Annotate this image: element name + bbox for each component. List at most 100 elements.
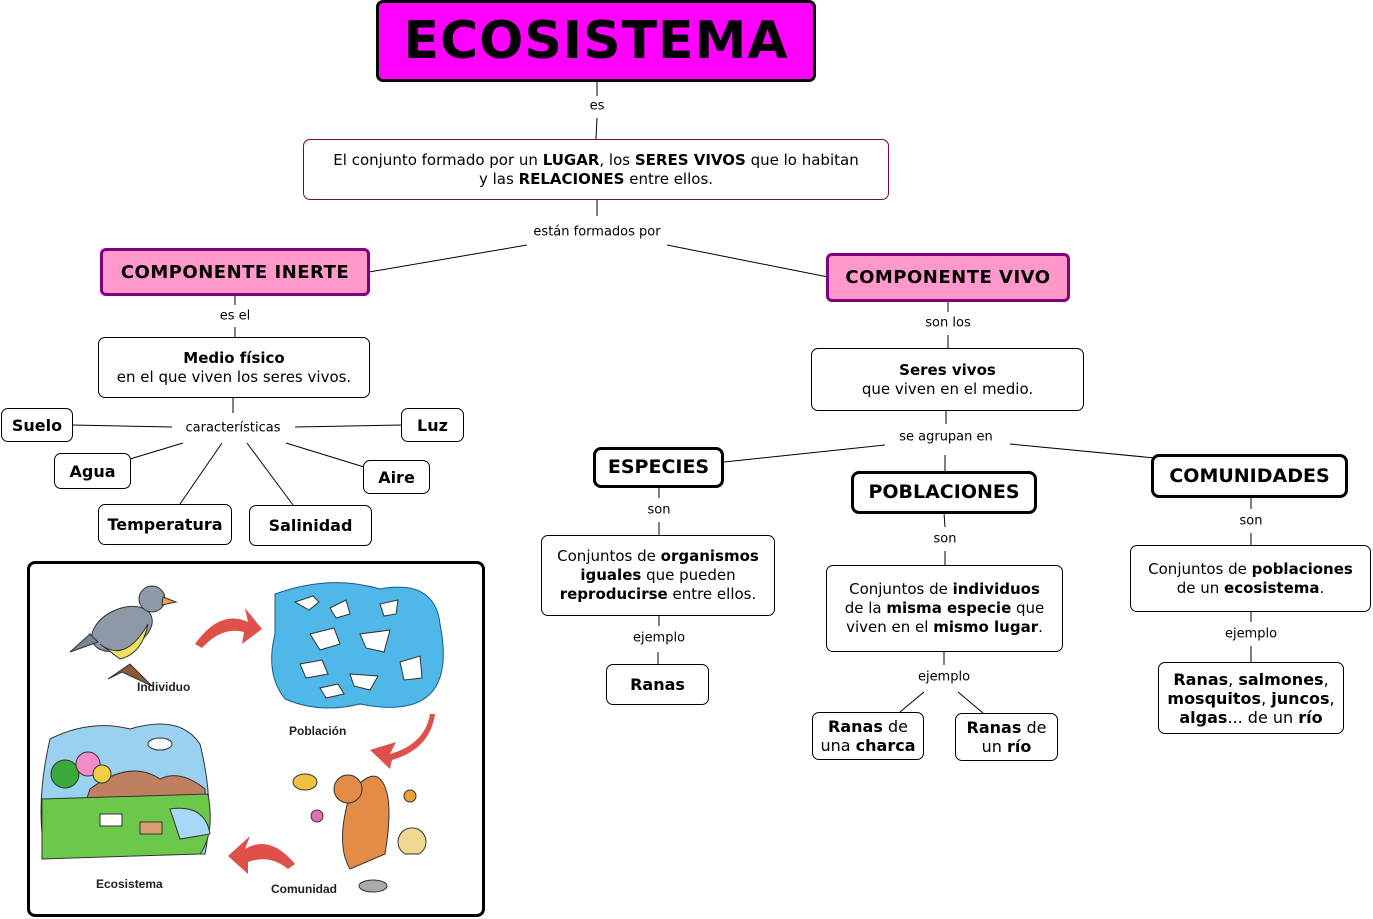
text: .: [1038, 618, 1043, 636]
text-bold: río: [1298, 707, 1323, 727]
text: Conjuntos de: [557, 547, 661, 565]
caption-comunidad: Comunidad: [271, 882, 337, 896]
caption-poblacion: Población: [289, 724, 347, 738]
text-bold: SERES VIVOS: [634, 150, 746, 169]
link-label-se-agrupan-en: se agrupan en: [895, 429, 997, 445]
componente-vivo-node[interactable]: COMPONENTE VIVO: [826, 253, 1070, 302]
characteristic-temperatura[interactable]: Temperatura: [98, 504, 232, 545]
link-label-es-el: es el: [215, 308, 255, 324]
especies-node[interactable]: ESPECIES: [593, 447, 724, 488]
text-bold: ecosistema: [1224, 578, 1320, 597]
seres-vivos-title: Seres vivos: [899, 360, 996, 379]
text-bold: mosquitos: [1167, 688, 1262, 708]
characteristic-label: Temperatura: [107, 515, 223, 534]
text: Conjuntos de: [1148, 559, 1252, 578]
link-label-comunidades-ejemplo: ejemplo: [1220, 626, 1282, 642]
connector: [595, 117, 598, 140]
characteristic-label: Suelo: [11, 415, 63, 435]
text: de: [882, 717, 908, 736]
illustration-drawing: [40, 582, 444, 893]
text-bold: iguales: [580, 566, 642, 584]
componente-vivo-label: COMPONENTE VIVO: [845, 267, 1051, 288]
connector: [723, 444, 886, 463]
link-label-comunidades-son: son: [1235, 513, 1267, 529]
text: ,: [1329, 688, 1335, 708]
definition-line-2: y las RELACIONES entre ellos.: [479, 170, 713, 189]
text-line: una charca: [820, 736, 915, 755]
text-line: Conjuntos de individuos: [849, 580, 1040, 599]
especies-label: ESPECIES: [607, 456, 710, 478]
text-bold: RELACIONES: [518, 169, 625, 188]
ecosystem-levels-illustration: Individuo Población Ecosistema Comunidad: [27, 561, 485, 917]
text-bold: mismo lugar: [933, 618, 1039, 636]
comunidades-node[interactable]: COMUNIDADES: [1151, 454, 1348, 498]
text-line: de un ecosistema.: [1177, 579, 1325, 598]
characteristic-label: Agua: [69, 461, 116, 481]
link-label-especies-son: son: [643, 502, 675, 518]
text-bold: charca: [855, 736, 916, 755]
title-node-ecosistema[interactable]: ECOSISTEMA: [376, 0, 816, 82]
characteristic-label: Luz: [417, 415, 448, 435]
text: de: [1021, 718, 1047, 737]
text: ,: [1323, 669, 1329, 689]
text-line: reproducirse entre ellos.: [560, 585, 757, 604]
text: ... de un: [1227, 707, 1299, 727]
text-bold: reproducirse: [559, 585, 668, 603]
text-bold: algas: [1179, 707, 1228, 727]
characteristic-aire[interactable]: Aire: [363, 460, 430, 494]
link-label-es: es: [585, 98, 609, 114]
comunidades-label: COMUNIDADES: [1169, 464, 1330, 487]
poblaciones-definition-node[interactable]: Conjuntos de individuos de la misma espe…: [826, 565, 1063, 652]
link-label-poblaciones-ejemplo: ejemplo: [913, 669, 975, 685]
text-bold: juncos: [1271, 688, 1330, 708]
poblaciones-example-rio[interactable]: Ranas de un río: [955, 713, 1058, 761]
text-bold: Ranas: [828, 717, 883, 736]
text: .: [1319, 578, 1325, 597]
medio-fisico-text: en el que viven los seres vivos.: [116, 367, 352, 386]
connector: [129, 442, 184, 460]
bird-flock-icon: [271, 582, 444, 709]
text: El conjunto formado por un: [333, 150, 543, 169]
comunidades-example-node[interactable]: Ranas, salmones, mosquitos, juncos, alga…: [1158, 662, 1344, 734]
text-bold: misma especie: [886, 599, 1012, 617]
text: y las: [478, 169, 519, 188]
text: Conjuntos de: [849, 580, 953, 598]
poblaciones-example-charca[interactable]: Ranas de una charca: [812, 712, 924, 760]
text-line: Ranas de: [967, 718, 1047, 737]
link-label-caracteristicas: características: [181, 420, 285, 436]
text-bold: río: [1007, 737, 1032, 756]
text: , los: [599, 150, 635, 169]
seres-vivos-text: que viven en el medio.: [861, 379, 1034, 398]
text: que lo habitan: [745, 150, 859, 169]
poblaciones-node[interactable]: POBLACIONES: [851, 471, 1037, 514]
medio-fisico-node[interactable]: Medio físico en el que viven los seres v…: [98, 337, 370, 398]
comunidades-definition-node[interactable]: Conjuntos de poblaciones de un ecosistem…: [1130, 545, 1371, 612]
characteristic-luz[interactable]: Luz: [401, 408, 464, 442]
connector: [179, 442, 223, 505]
componente-inerte-node[interactable]: COMPONENTE INERTE: [100, 248, 370, 296]
characteristic-suelo[interactable]: Suelo: [1, 408, 73, 442]
especies-example-node[interactable]: Ranas: [606, 664, 709, 705]
text: de un: [1176, 578, 1225, 597]
characteristic-label: Salinidad: [268, 516, 353, 535]
connector: [666, 244, 829, 278]
characteristic-agua[interactable]: Agua: [54, 453, 131, 489]
seres-vivos-node[interactable]: Seres vivos que viven en el medio.: [811, 348, 1084, 411]
characteristic-salinidad[interactable]: Salinidad: [249, 505, 372, 546]
link-label-estan-formados-por: están formados por: [529, 224, 665, 240]
text: ,: [1228, 669, 1239, 689]
definition-node[interactable]: El conjunto formado por un LUGAR, los SE…: [303, 139, 889, 200]
example-label: Ranas: [630, 675, 685, 694]
especies-definition-node[interactable]: Conjuntos de organismos iguales que pued…: [541, 535, 775, 616]
bird-icon: [69, 585, 178, 687]
text: de la: [844, 599, 887, 617]
text-line: Conjuntos de poblaciones: [1148, 560, 1353, 579]
text-line: de la misma especie que: [845, 599, 1045, 618]
connector: [943, 512, 946, 528]
arrow-icon: [370, 714, 435, 769]
caption-ecosistema: Ecosistema: [96, 877, 163, 891]
text-bold: organismos: [660, 547, 759, 565]
arrow-icon: [228, 836, 295, 874]
text-line: Conjuntos de organismos: [557, 547, 759, 566]
